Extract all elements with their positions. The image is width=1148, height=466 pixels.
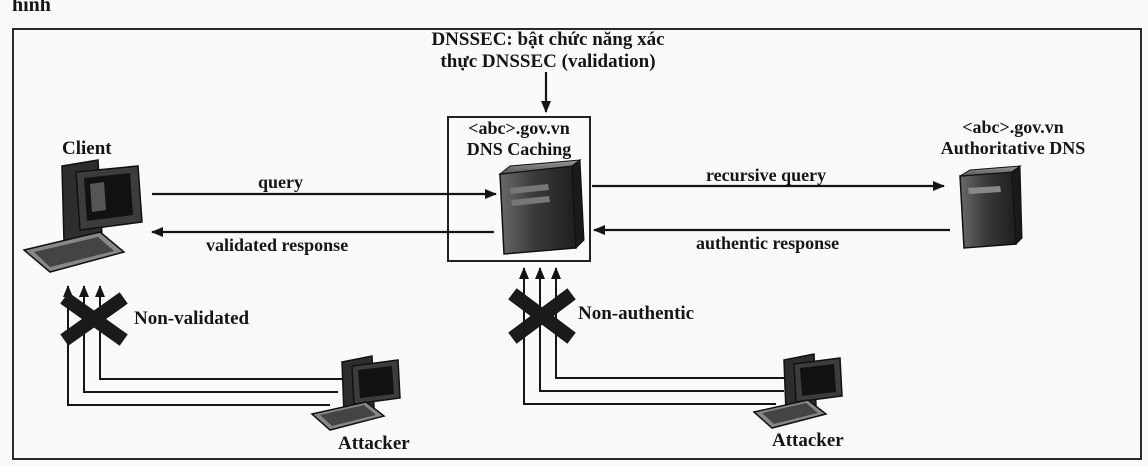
non-authentic-block-mark: [508, 288, 576, 344]
authoritative-dns-domain: <abc>.gov.vn: [962, 117, 1064, 137]
validated-response-label: validated response: [206, 235, 349, 255]
non-validated-label: Non-validated: [134, 308, 250, 329]
attacker-right-label: Attacker: [772, 430, 844, 451]
dns-caching-role: DNS Caching: [466, 138, 572, 159]
dnssec-note-line2: thực DNSSEC (validation): [440, 50, 656, 72]
diagram-frame: [12, 28, 1142, 460]
authoritative-dns-role: Authoritative DNS: [940, 137, 1086, 158]
dnssec-note-line1: DNSSEC: bật chức năng xác: [431, 29, 665, 50]
attacker-left-computer-icon: [310, 355, 401, 431]
dns-caching-domain: <abc>.gov.vn: [468, 118, 570, 138]
authentic-response-label: authentic response: [696, 233, 840, 253]
authoritative-dns-label: <abc>.gov.vn Authoritative DNS: [918, 117, 1108, 158]
client-computer-icon: [22, 159, 143, 273]
attacker-right-computer-icon: [752, 353, 843, 429]
non-validated-block-mark: [60, 292, 128, 346]
authoritative-server-icon: [959, 165, 1023, 249]
dns-caching-label: <abc>.gov.vn DNS Caching: [447, 118, 591, 159]
dns-caching-box: [447, 116, 591, 262]
caching-server-icon: [498, 159, 585, 255]
non-authentic-label: Non-authentic: [578, 303, 695, 324]
attacker-left-label: Attacker: [338, 433, 410, 454]
client-label: Client: [62, 138, 112, 159]
recursive-query-label: recursive query: [706, 165, 827, 185]
header-fragment: hình: [12, 0, 51, 16]
dnssec-note: DNSSEC: bật chức năng xác thực DNSSEC (v…: [392, 29, 704, 73]
query-label: query: [258, 172, 303, 192]
